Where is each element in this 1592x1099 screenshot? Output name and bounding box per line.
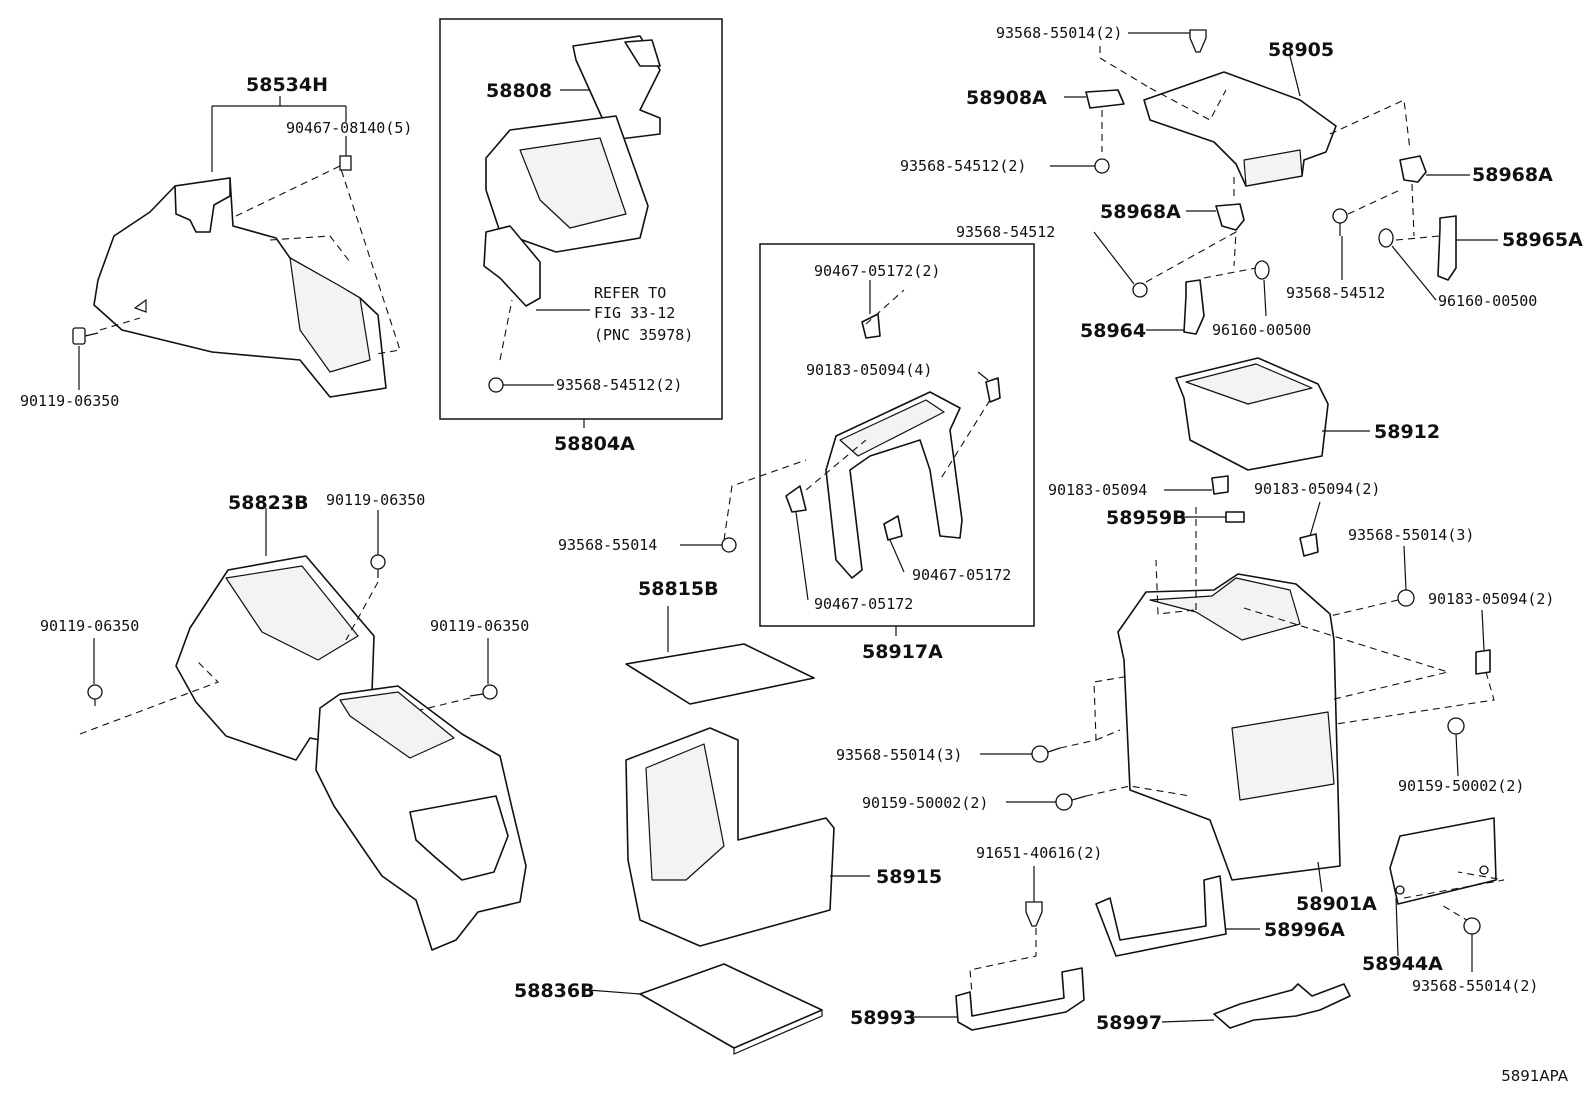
label-90119-06350-a: 90119-06350: [20, 392, 119, 410]
label-58968A-a: 58968A: [1100, 201, 1181, 223]
part-58959B-pad[interactable]: [1225, 511, 1245, 523]
label-pnc: (PNC 35978): [594, 326, 693, 344]
bolt-93568-55014-3b[interactable]: [1031, 745, 1061, 763]
label-58996A: 58996A: [1264, 919, 1345, 941]
part-96160-00500-b[interactable]: [1254, 260, 1270, 280]
bolt-90159-50002-2a[interactable]: [1055, 793, 1087, 811]
label-96160-00500-b: 96160-00500: [1212, 321, 1311, 339]
label-58993: 58993: [850, 1007, 916, 1029]
label-90183-05094-4: 90183-05094(4): [806, 361, 932, 379]
part-58908A-bracket[interactable]: [1085, 89, 1125, 109]
part-58815B-pad[interactable]: [625, 643, 815, 705]
label-58915: 58915: [876, 866, 942, 888]
part-58944A-cover[interactable]: [1389, 817, 1497, 905]
label-90159-50002-2a: 90159-50002(2): [862, 794, 988, 812]
label-90119-06350-d: 90119-06350: [430, 617, 529, 635]
label-fig: FIG 33-12: [594, 304, 675, 322]
label-58997: 58997: [1096, 1012, 1162, 1034]
label-90467-05172-2: 90467-05172(2): [814, 262, 940, 280]
58917A-group-box: [759, 243, 1035, 627]
label-58968A-b: 58968A: [1472, 164, 1553, 186]
label-58815B: 58815B: [638, 578, 719, 600]
part-58996A-bracket[interactable]: [1095, 875, 1227, 957]
label-58944A: 58944A: [1362, 953, 1443, 975]
diagram-code: 5891APA: [1501, 1067, 1568, 1085]
bolt-93568-54512-c[interactable]: [1332, 208, 1348, 236]
part-main-front-console[interactable]: [315, 685, 527, 951]
label-93568-55014-2b: 93568-55014(2): [1412, 977, 1538, 995]
label-58917A: 58917A: [862, 641, 943, 663]
part-58968A-hinge-b[interactable]: [1399, 155, 1427, 183]
bolt-93568-54512-a[interactable]: [488, 377, 504, 393]
part-58905-lid[interactable]: [1143, 71, 1337, 187]
bolt-93568-55014-2b[interactable]: [1463, 917, 1481, 935]
part-58968A-hinge-a[interactable]: [1215, 203, 1245, 231]
bolt-93568-54512-b[interactable]: [1094, 158, 1110, 174]
label-93568-54512-2a: 93568-54512(2): [556, 376, 682, 394]
part-58901A-console[interactable]: [1117, 573, 1341, 881]
label-90467-08140: 90467-08140(5): [286, 119, 412, 137]
label-58965A: 58965A: [1502, 229, 1583, 251]
label-90183-05094-2a: 90183-05094(2): [1254, 480, 1380, 498]
label-93568-55014-3b: 93568-55014(3): [836, 746, 962, 764]
part-58997-bracket[interactable]: [1213, 983, 1351, 1029]
part-58964-stay[interactable]: [1183, 279, 1205, 335]
label-90159-50002-2b: 90159-50002(2): [1398, 777, 1524, 795]
part-96160-00500-a[interactable]: [1378, 228, 1394, 248]
label-58905: 58905: [1268, 39, 1334, 61]
part-58534H-panel[interactable]: [93, 177, 387, 398]
bolt-93568-55014-3a[interactable]: [1397, 589, 1415, 607]
label-93568-55014-2a: 93568-55014(2): [996, 24, 1122, 42]
label-93568-55014-a: 93568-55014: [558, 536, 657, 554]
label-90467-05172-a: 90467-05172: [912, 566, 1011, 584]
bolt-93568-55014-top[interactable]: [1189, 29, 1207, 53]
bolt-91651-40616-2[interactable]: [1025, 901, 1043, 927]
label-93568-54512-b: 93568-54512: [1286, 284, 1385, 302]
bolt-90159-50002-2b[interactable]: [1447, 717, 1465, 735]
label-58836B: 58836B: [514, 980, 595, 1002]
label-58901A: 58901A: [1296, 893, 1377, 915]
part-58912-tray[interactable]: [1175, 357, 1329, 471]
label-90183-05094-a: 90183-05094: [1048, 481, 1147, 499]
bolt-90119-06350-c[interactable]: [87, 684, 103, 706]
part-shift-panel[interactable]: [485, 115, 649, 253]
part-58917A-bracket[interactable]: [785, 313, 1001, 579]
label-93568-54512-a: 93568-54512: [956, 223, 1055, 241]
label-90183-05094-2b: 90183-05094(2): [1428, 590, 1554, 608]
label-58804A: 58804A: [554, 433, 635, 455]
bolt-90119-06350-a[interactable]: [72, 327, 99, 345]
label-90119-06350-c: 90119-06350: [40, 617, 139, 635]
part-shift-bracket[interactable]: [483, 225, 541, 307]
clip-90183-05094-2b[interactable]: [1475, 649, 1491, 675]
part-58993-bracket[interactable]: [955, 967, 1085, 1031]
58804A-group-box: [439, 18, 723, 420]
label-93568-54512-2b: 93568-54512(2): [900, 157, 1026, 175]
label-93568-55014-3a: 93568-55014(3): [1348, 526, 1474, 544]
label-58912: 58912: [1374, 421, 1440, 443]
label-58959B: 58959B: [1106, 507, 1187, 529]
clip-90183-05094-a[interactable]: [1211, 475, 1229, 495]
label-90467-05172-b: 90467-05172: [814, 595, 913, 613]
label-58808: 58808: [486, 80, 552, 102]
bolt-93568-54512-d[interactable]: [1132, 282, 1148, 298]
label-refer-to: REFER TO: [594, 284, 666, 302]
label-91651-40616-2: 91651-40616(2): [976, 844, 1102, 862]
part-58965A-stay[interactable]: [1437, 215, 1457, 281]
label-96160-00500-a: 96160-00500: [1438, 292, 1537, 310]
label-58908A: 58908A: [966, 87, 1047, 109]
part-58808-boot[interactable]: [572, 35, 661, 141]
bolt-90119-06350-b[interactable]: [370, 554, 386, 578]
label-90119-06350-b: 90119-06350: [326, 491, 425, 509]
bolt-93568-55014-a[interactable]: [721, 537, 737, 553]
label-58823B: 58823B: [228, 492, 309, 514]
part-58836B-pad[interactable]: [639, 963, 823, 1055]
part-58915-liner[interactable]: [625, 727, 835, 947]
label-58534H: 58534H: [246, 74, 328, 96]
clip-90467-08140[interactable]: [339, 155, 352, 171]
clip-90183-05094-2a[interactable]: [1299, 533, 1319, 557]
bolt-90119-06350-d[interactable]: [469, 684, 498, 700]
label-58964: 58964: [1080, 320, 1146, 342]
